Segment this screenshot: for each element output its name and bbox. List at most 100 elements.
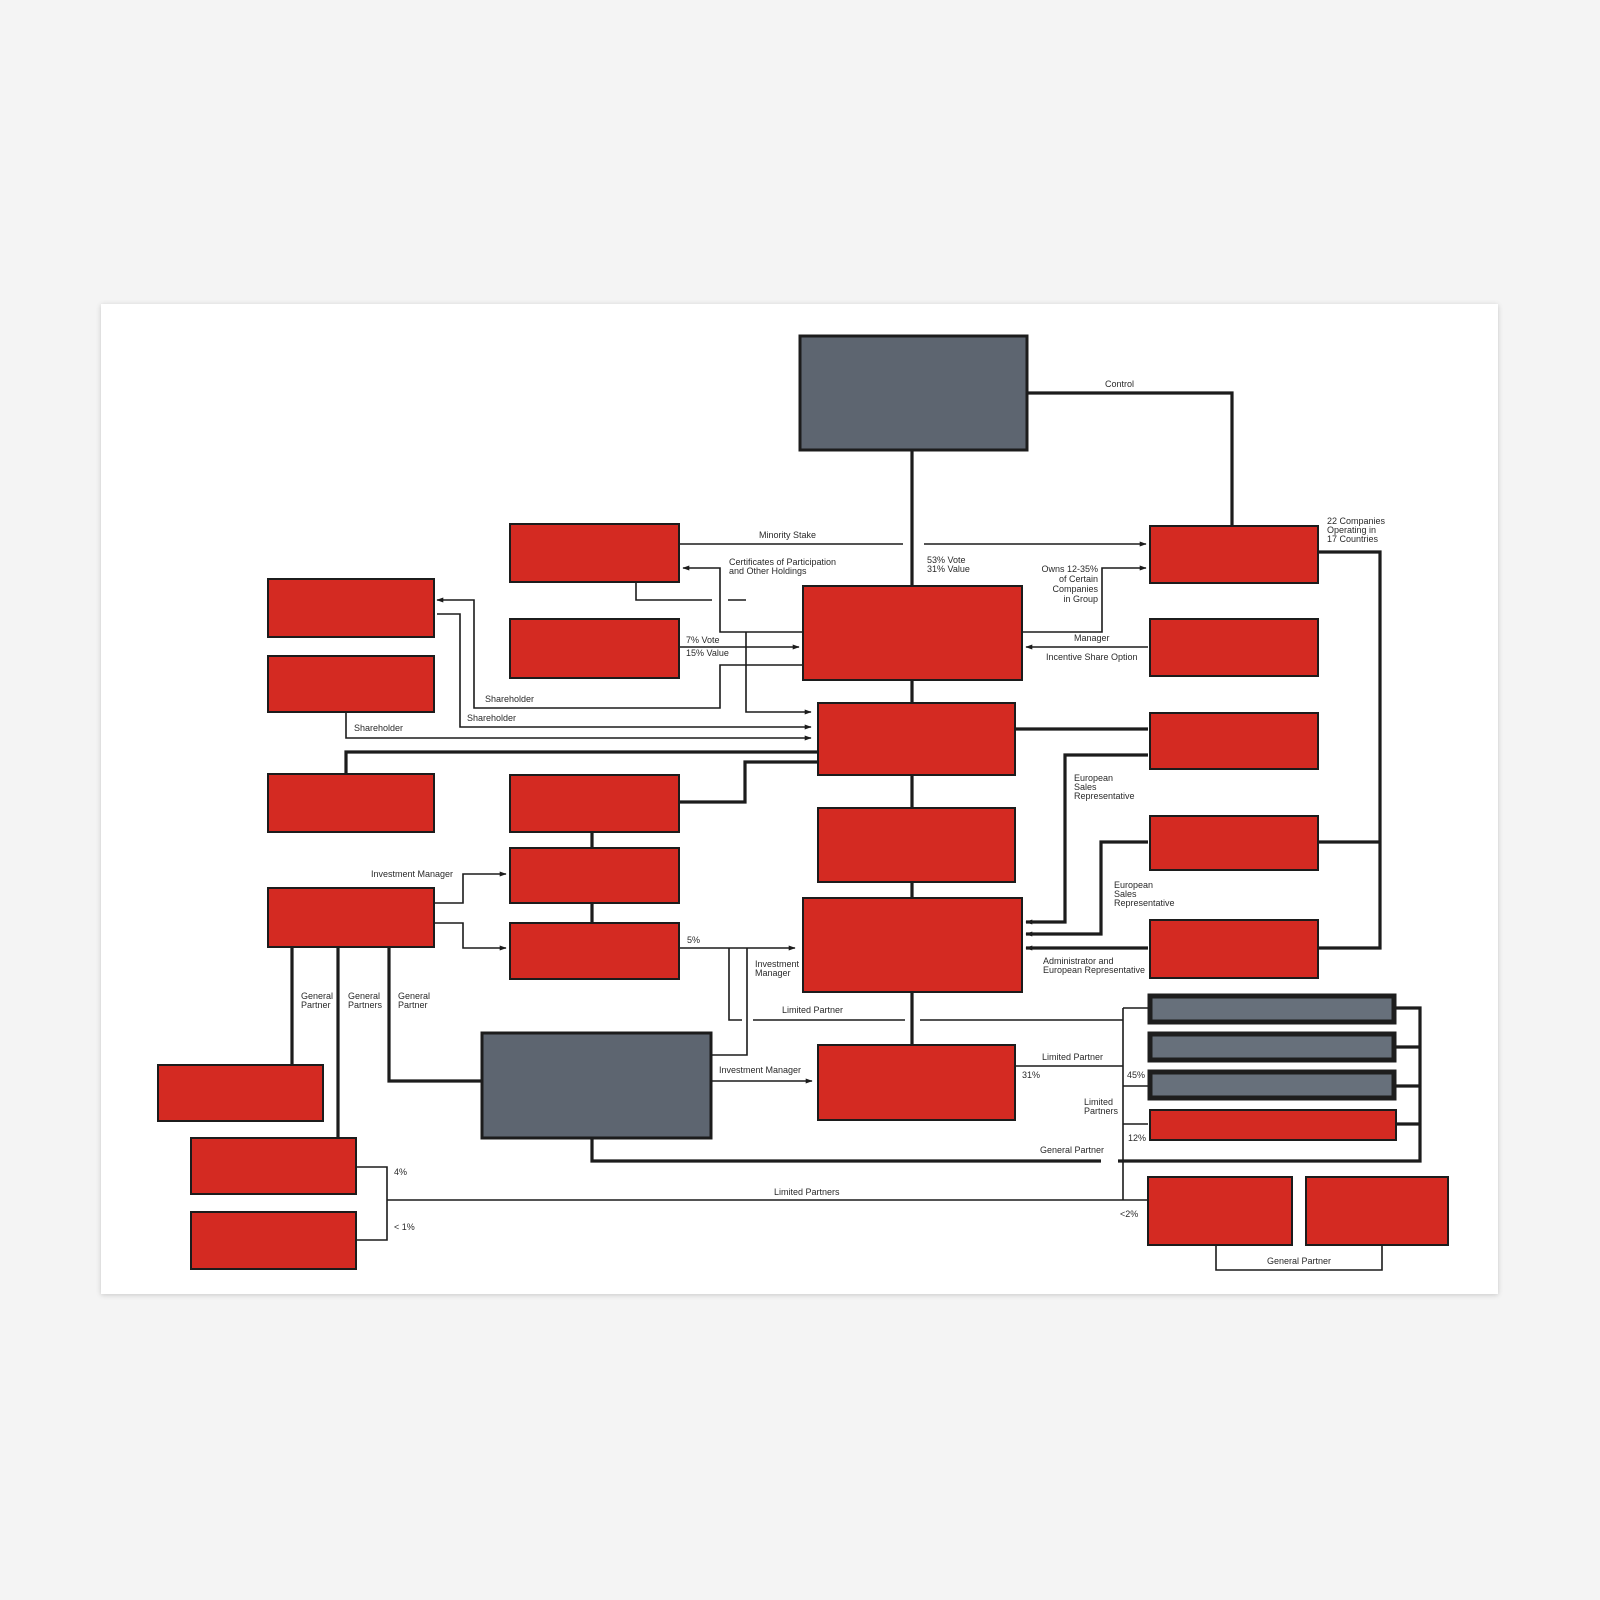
line-general-partner-bottom [590,1006,1422,1163]
entity-fund-manager [267,887,435,948]
label-manager: Manager [1074,633,1110,643]
label-shareholder-c: Shareholder [354,723,403,733]
line-right-lp [1015,1007,1148,1201]
entity-grey-fund [480,1031,713,1140]
entity-right-4 [1149,815,1319,871]
entity-central-5 [817,1044,1016,1121]
label-general-partner-2b: Partner [398,1000,428,1010]
line-bottom-gp [1215,1245,1383,1271]
entity-grey-lp-1 [1147,993,1397,1025]
label-vote-53: 53% Vote [927,555,966,565]
line-certificates [682,565,803,633]
label-companies-1: 22 Companies [1327,516,1386,526]
label-minority-stake: Minority Stake [759,530,816,540]
entity-grey-lp-3 [1147,1069,1397,1101]
label-limited-partners-a: Limited [1084,1097,1113,1107]
line-inv-manager-2 [434,922,507,951]
line-control [1027,391,1234,526]
entity-right-22-companies [1149,525,1319,584]
label-owns-1: Owns 12-35% [1041,564,1098,574]
entity-red-lp-4 [1149,1109,1397,1141]
label-31pct: 31% [1022,1070,1040,1080]
entity-grey-lp-2 [1147,1031,1397,1063]
label-certificates-2: and Other Holdings [729,566,807,576]
entity-upper-left-2 [509,618,680,679]
label-companies-3: 17 Countries [1327,534,1379,544]
line-left-to-central2 [344,750,818,774]
label-shareholder-b: Shareholder [467,713,516,723]
line-euro-sales-1 [1025,753,1148,925]
line-general-partner-2 [387,947,482,1083]
label-45pct: 45% [1127,1070,1145,1080]
label-value-31: 31% Value [927,564,970,574]
entity-far-left-2 [267,655,435,713]
entity-far-left-1 [267,578,435,638]
entity-upper-left-1 [509,523,680,583]
label-limited-partner-mid: Limited Partner [782,1005,843,1015]
label-euro-sales-1b: Sales [1074,782,1097,792]
entity-far-left-3 [267,773,435,833]
label-5pct: 5% [687,935,700,945]
entity-mid-3 [509,922,680,980]
line-shareholder-3 [345,712,812,741]
entity-right-5 [1149,919,1319,979]
label-investment-manager-grey: Investment Manager [719,1065,801,1075]
label-euro-sales-1c: Representative [1074,791,1135,801]
line-midbox-to-central2 [680,760,818,804]
label-investment-manager-a: Investment [755,959,800,969]
label-investment-manager-b: Manager [755,968,791,978]
label-general-partners-b: Partners [348,1000,383,1010]
line-euro-sales-2 [1025,840,1148,937]
label-euro-sales-2c: Representative [1114,898,1175,908]
entity-bottom-right-1 [1147,1176,1293,1246]
line-shareholder-2 [437,613,812,730]
label-euro-sales-2a: European [1114,880,1153,890]
label-certificates-1: Certificates of Participation [729,557,836,567]
label-vote-7: 7% Vote [686,635,720,645]
label-general-partner-2a: General [398,991,430,1001]
line-upper-box-link [635,583,746,601]
entity-bottom-left-1 [157,1064,324,1122]
entity-right-3 [1149,712,1319,770]
label-shareholder-a: Shareholder [485,694,534,704]
label-control: Control [1105,379,1134,389]
line-owns [1022,565,1147,633]
entity-top-holding [798,334,1029,452]
label-general-partners-a: General [348,991,380,1001]
entity-central-3 [817,807,1016,883]
label-12pct: 12% [1128,1133,1146,1143]
label-value-15: 15% Value [686,648,729,658]
label-general-partner-bottom: General Partner [1040,1145,1104,1155]
entity-mid-1 [509,774,680,833]
entity-right-2 [1149,618,1319,677]
label-general-partner-br: General Partner [1267,1256,1331,1266]
label-limited-partners-b: Partners [1084,1106,1119,1116]
line-dashed [745,632,812,715]
entity-central-4 [802,897,1023,993]
entity-bottom-left-3 [190,1211,357,1270]
entity-mid-2 [509,847,680,904]
label-admin-2: European Representative [1043,965,1145,975]
label-companies-2: Operating in [1327,525,1376,535]
entity-central-company [802,585,1023,681]
label-lt2pct: <2% [1120,1209,1138,1219]
entity-central-2 [817,702,1016,776]
label-investment-manager-top: Investment Manager [371,869,453,879]
line-right-bracket [1318,550,1382,950]
entity-bottom-left-2 [190,1137,357,1195]
label-incentive: Incentive Share Option [1046,652,1138,662]
label-owns-4: in Group [1063,594,1098,604]
label-owns-2: of Certain [1059,574,1098,584]
label-euro-sales-2b: Sales [1114,889,1137,899]
entity-bottom-right-2 [1305,1176,1449,1246]
label-4pct: 4% [394,1167,407,1177]
label-limited-partners-bottom: Limited Partners [774,1187,840,1197]
label-limited-partner-right: Limited Partner [1042,1052,1103,1062]
line-small-lp [357,1166,1123,1241]
label-lt1pct: < 1% [394,1222,415,1232]
label-general-partner-1b: Partner [301,1000,331,1010]
label-owns-3: Companies [1052,584,1098,594]
line-inv-manager-1 [434,871,507,904]
label-euro-sales-1a: European [1074,773,1113,783]
